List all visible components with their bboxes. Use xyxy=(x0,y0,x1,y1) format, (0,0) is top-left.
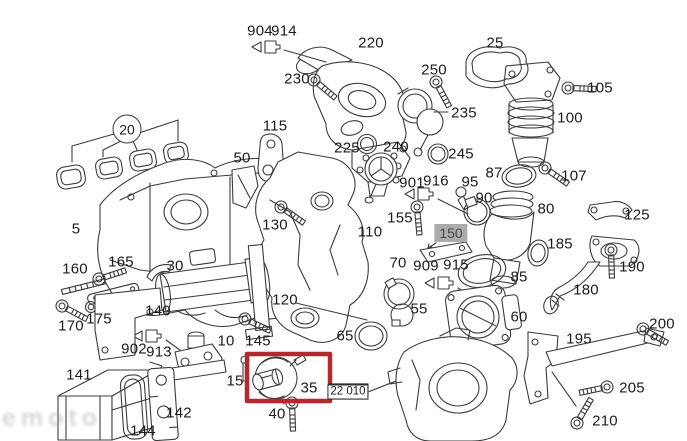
part-vacuum-unit-235 xyxy=(397,87,449,157)
part-label-195: 195 xyxy=(566,330,592,348)
connector-901-916-icon xyxy=(404,187,469,215)
part-plate-142 xyxy=(147,366,179,441)
part-label-235: 235 xyxy=(451,104,477,122)
part-label-65: 65 xyxy=(336,327,354,345)
leader-120 xyxy=(295,302,368,321)
part-label-80: 80 xyxy=(537,200,555,218)
part-port-gaskets-20 xyxy=(56,141,189,190)
part-label-909: 909 xyxy=(413,257,439,275)
part-label-85: 85 xyxy=(510,268,528,286)
part-label-240: 240 xyxy=(383,138,409,156)
part-label-144: 144 xyxy=(130,422,156,440)
part-clamp-90 xyxy=(463,195,491,226)
part-label-904: 904 xyxy=(247,22,273,40)
part-label-60: 60 xyxy=(510,308,528,326)
part-plate-150 xyxy=(419,241,473,263)
part-label-10: 10 xyxy=(217,332,235,350)
gasket-set-leader-lines xyxy=(71,119,179,163)
part-label-15: 15 xyxy=(226,372,244,390)
part-lower-housing-22010 xyxy=(367,327,518,441)
part-label-145: 145 xyxy=(245,332,271,350)
part-label-110: 110 xyxy=(357,223,383,241)
bolt-205 xyxy=(577,379,615,400)
highlight-box xyxy=(244,351,333,404)
part-duct-30 xyxy=(146,264,172,282)
part-seal-225 xyxy=(340,120,378,155)
part-oring-185 xyxy=(527,239,549,267)
connector-904-914-icon xyxy=(251,40,327,63)
part-label-190: 190 xyxy=(619,258,645,276)
part-label-50: 50 xyxy=(233,149,251,167)
part-label-902: 902 xyxy=(121,340,147,358)
part-label-170: 170 xyxy=(58,317,84,335)
part-label-220: 220 xyxy=(358,34,384,52)
part-label-107: 107 xyxy=(561,167,587,185)
highlighted-label-150: 150 xyxy=(434,224,468,242)
part-stud-160 xyxy=(60,278,140,305)
part-label-185: 185 xyxy=(547,235,573,253)
part-actuator-240 xyxy=(362,152,400,204)
part-label-115: 115 xyxy=(262,117,288,135)
part-label-180: 180 xyxy=(573,281,599,299)
part-label-915: 915 xyxy=(443,256,469,274)
part-label-35: 35 xyxy=(300,379,318,397)
part-label-225: 225 xyxy=(334,139,360,157)
part-label-155: 155 xyxy=(387,209,413,227)
part-solenoid-10 xyxy=(171,331,227,381)
part-bracket-50 xyxy=(231,165,259,209)
part-bracket-125 xyxy=(587,200,633,221)
part-oring-245 xyxy=(427,143,449,165)
part-pipe-180 xyxy=(543,235,640,315)
part-label-70: 70 xyxy=(389,254,407,272)
part-label-914: 914 xyxy=(271,22,297,40)
part-label-245: 245 xyxy=(448,145,474,163)
part-label-40: 40 xyxy=(268,405,286,423)
part-label-141: 141 xyxy=(66,366,92,384)
part-label-30: 30 xyxy=(166,257,184,275)
circled-label-20: 20 xyxy=(112,114,142,144)
part-oring-65 xyxy=(354,321,388,351)
part-egr-cooler-140 xyxy=(94,243,274,361)
part-label-90: 90 xyxy=(475,189,493,207)
part-label-125: 125 xyxy=(624,206,650,224)
part-gasket-144 xyxy=(119,374,149,440)
part-oring-87 xyxy=(501,164,537,188)
part-valve-70 xyxy=(383,277,415,310)
part-label-913: 913 xyxy=(146,343,172,361)
part-label-175: 175 xyxy=(86,310,112,328)
part-center-housing-110 xyxy=(255,151,369,343)
part-label-120: 120 xyxy=(272,291,298,309)
part-gasket-25 xyxy=(465,46,529,89)
boxed-label-22010: 22 010 xyxy=(327,384,369,400)
part-label-160: 160 xyxy=(62,260,88,278)
connector-902-913-icon xyxy=(132,329,181,351)
part-adapter-80 xyxy=(483,190,535,289)
part-coolant-housing-100 xyxy=(503,61,561,168)
part-actuator-35 xyxy=(252,354,307,405)
part-label-105: 105 xyxy=(587,79,613,97)
part-label-200: 200 xyxy=(649,315,675,333)
part-label-25: 25 xyxy=(486,34,504,52)
part-label-205: 205 xyxy=(619,379,645,397)
part-label-916: 916 xyxy=(423,172,449,190)
part-clamp-55 xyxy=(390,303,414,327)
part-label-100: 100 xyxy=(557,109,583,127)
part-label-210: 210 xyxy=(592,412,618,430)
part-label-901: 901 xyxy=(399,174,425,192)
part-throttle-body-60 xyxy=(445,284,522,351)
part-label-140: 140 xyxy=(145,302,171,320)
part-label-130: 130 xyxy=(262,216,288,234)
part-label-142: 142 xyxy=(166,404,192,422)
part-label-87: 87 xyxy=(485,164,503,182)
part-label-55: 55 xyxy=(410,300,428,318)
part-label-250: 250 xyxy=(421,61,447,79)
part-label-95: 95 xyxy=(461,173,479,191)
part-label-165: 165 xyxy=(108,253,134,271)
part-label-5: 5 xyxy=(71,220,81,238)
part-label-230: 230 xyxy=(284,70,310,88)
